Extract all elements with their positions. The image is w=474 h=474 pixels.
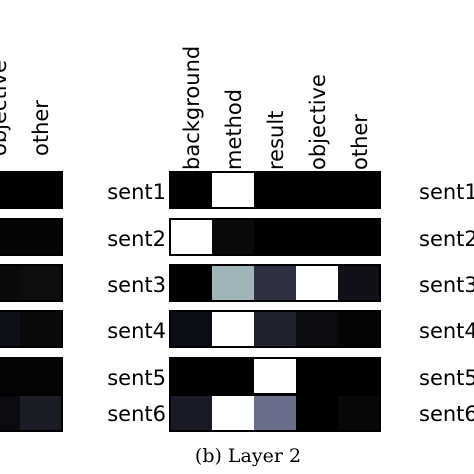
col-label-method: method <box>222 89 246 170</box>
heatmap-cell-sent5-result <box>254 358 296 394</box>
left-heatmap-row-outline <box>0 171 63 209</box>
left-heatmap-cell-6-objective <box>0 395 20 431</box>
heatmap-cell-sent6-objective <box>296 395 338 431</box>
heatmap-cell-sent3-result <box>254 265 296 301</box>
heatmap-cell-sent6-method <box>212 395 254 431</box>
row-label-sent2: sent2 <box>107 227 166 251</box>
heatmap-cell-sent2-background <box>170 219 212 255</box>
right-row-label-sent1: sent1 <box>419 180 474 204</box>
heatmap-row-outline <box>169 264 381 302</box>
row-label-sent1: sent1 <box>107 180 166 204</box>
left-col-label-other: other <box>29 100 53 156</box>
left-heatmap-row-outline <box>0 264 63 302</box>
heatmap-cell-sent2-other <box>338 219 380 255</box>
right-row-label-sent5: sent5 <box>419 366 474 390</box>
col-label-other: other <box>348 114 372 170</box>
row-label-sent4: sent4 <box>107 319 166 343</box>
heatmap-cell-sent1-other <box>338 172 380 208</box>
left-heatmap-cell-2-other <box>20 219 62 255</box>
heatmap-right-panel: sent1 sent2 sent3 sent4 sent5 sent6 <box>419 180 474 426</box>
heatmap-cell-sent1-background <box>170 172 212 208</box>
heatmap-cell-sent1-method <box>212 172 254 208</box>
figure-caption: (b) Layer 2 <box>195 445 301 467</box>
heatmap-cell-sent2-result <box>254 219 296 255</box>
heatmap-cell-sent5-background <box>170 358 212 394</box>
right-row-label-sent6: sent6 <box>419 402 474 426</box>
heatmap-cell-sent6-result <box>254 395 296 431</box>
left-heatmap-cell-3-objective <box>0 265 20 301</box>
heatmap-row-outline <box>169 218 381 256</box>
left-heatmap-cell-6-other <box>20 395 62 431</box>
heatmap-cell-sent5-objective <box>296 358 338 394</box>
heatmap-cell-sent1-result <box>254 172 296 208</box>
heatmap-cell-sent3-background <box>170 265 212 301</box>
left-heatmap-cell-4-other <box>20 311 62 347</box>
row-label-sent3: sent3 <box>107 273 166 297</box>
heatmap-cell-sent5-other <box>338 358 380 394</box>
heatmap-cell-sent2-method <box>212 219 254 255</box>
heatmap-cell-sent4-method <box>212 311 254 347</box>
col-label-background: background <box>180 46 204 170</box>
left-col-label-objective: objective <box>0 60 11 156</box>
heatmap-cell-sent3-other <box>338 265 380 301</box>
left-heatmap-cell-5-other <box>20 358 62 394</box>
heatmap-row-outline <box>169 171 381 209</box>
heatmap-left-panel: objective other <box>0 60 63 432</box>
heatmap-layer2-panel: background method result objective other sent… <box>107 46 381 432</box>
heatmap-cell-sent6-other <box>338 395 380 431</box>
heatmap-row-outline <box>169 310 381 348</box>
col-label-objective: objective <box>306 74 330 170</box>
right-row-label-sent3: sent3 <box>419 273 474 297</box>
heatmap-cell-sent5-method <box>212 358 254 394</box>
heatmap-row-outline <box>169 394 381 432</box>
heatmap-cell-sent1-objective <box>296 172 338 208</box>
left-heatmap-cell-1-other <box>20 172 62 208</box>
left-heatmap-row-outline <box>0 310 63 348</box>
heatmap-cell-sent4-background <box>170 311 212 347</box>
right-row-label-sent2: sent2 <box>419 227 474 251</box>
left-heatmap-cell-2-objective <box>0 219 20 255</box>
left-heatmap-cell-5-objective <box>0 358 20 394</box>
right-row-label-sent4: sent4 <box>419 319 474 343</box>
heatmap-cell-sent4-result <box>254 311 296 347</box>
heatmap-cell-sent3-method <box>212 265 254 301</box>
left-heatmap-row-outline <box>0 394 63 432</box>
heatmap-cell-sent6-background <box>170 395 212 431</box>
col-label-result: result <box>264 111 288 170</box>
heatmap-cell-sent4-objective <box>296 311 338 347</box>
left-heatmap-cell-3-other <box>20 265 62 301</box>
row-label-sent6: sent6 <box>107 402 166 426</box>
left-heatmap-cell-4-objective <box>0 311 20 347</box>
heatmap-cell-sent2-objective <box>296 219 338 255</box>
row-label-sent5: sent5 <box>107 366 166 390</box>
left-heatmap-cell-1-objective <box>0 172 20 208</box>
heatmap-cell-sent4-other <box>338 311 380 347</box>
left-heatmap-row-outline <box>0 218 63 256</box>
heatmap-cell-sent3-objective <box>296 265 338 301</box>
